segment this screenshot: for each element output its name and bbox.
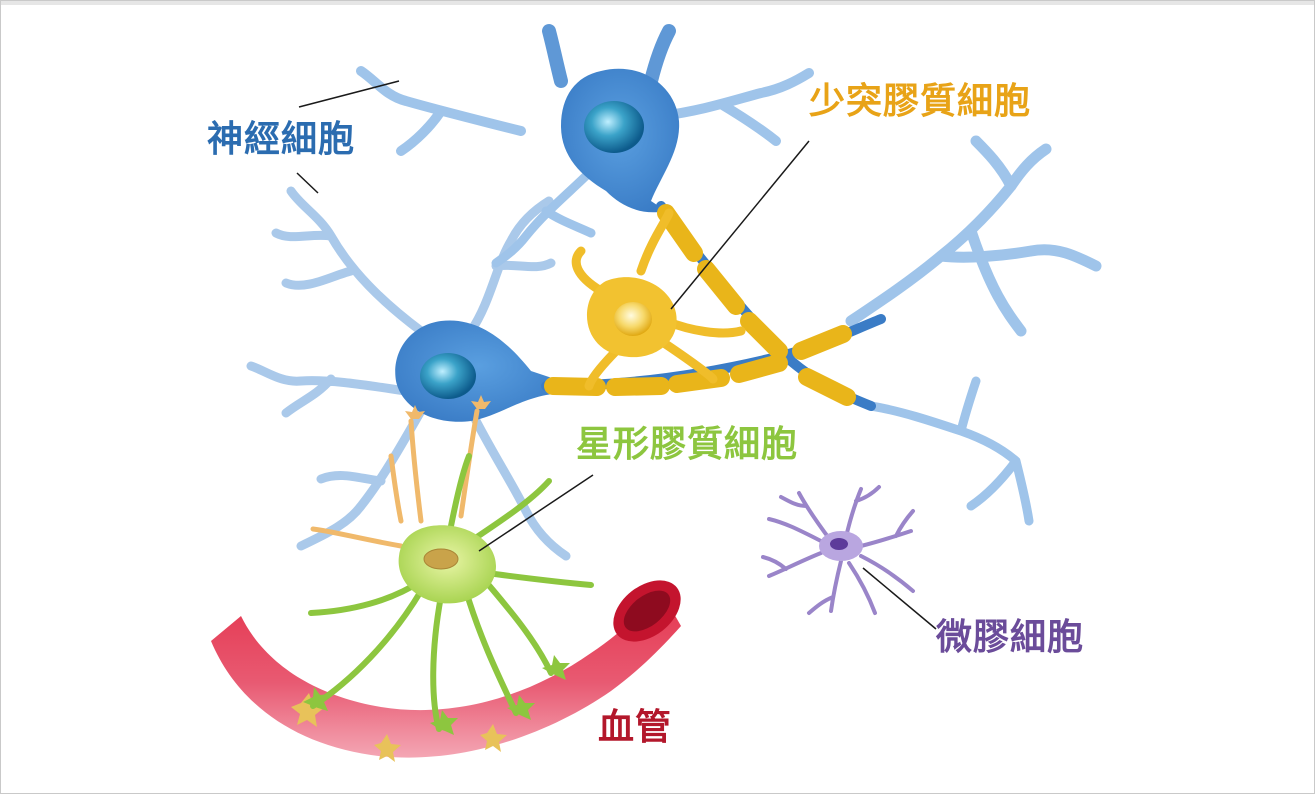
label-microglia: 微膠細胞 [935,617,1084,658]
axon-terminal-trees [851,141,1096,521]
microglia [763,487,913,613]
label-oligodendrocyte: 少突膠質細胞 [809,81,1031,122]
label-astrocyte: 星形膠質細胞 [576,424,798,465]
neuron-upper [361,31,809,263]
oligodendrocyte [576,213,741,386]
label-neuron: 神經細胞 [207,119,355,160]
label-blood-vessel: 血管 [598,707,672,748]
